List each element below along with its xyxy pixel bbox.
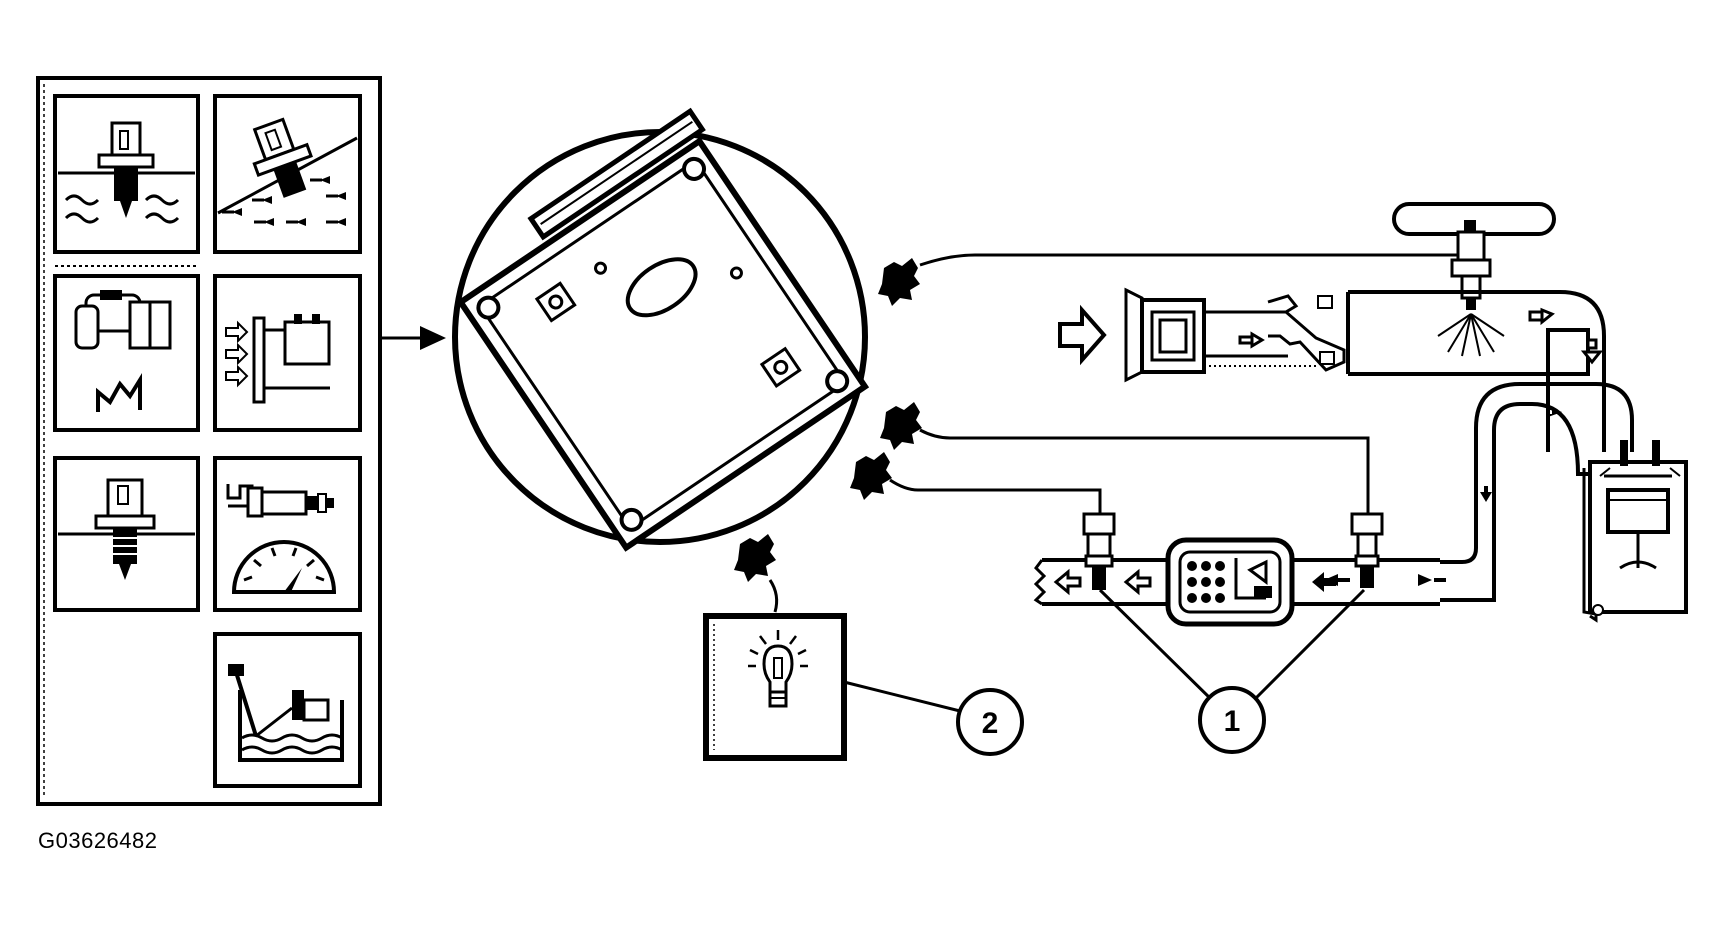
input-signal-arrow xyxy=(380,326,446,350)
callout-1: 1 xyxy=(1198,686,1266,754)
ecm-connector-top xyxy=(878,258,920,306)
fuel-level-sensor-icon xyxy=(213,632,362,788)
intake-manifold xyxy=(1346,290,1606,452)
callout-2-number: 2 xyxy=(982,707,999,740)
ecm-connector-low xyxy=(850,452,892,500)
mass-air-flow-sensor-icon xyxy=(213,274,362,432)
exhaust-pipe xyxy=(1440,382,1634,602)
wiring xyxy=(768,253,1472,613)
vehicle-speed-sensor-icon xyxy=(213,456,362,612)
malfunction-indicator-lamp-icon xyxy=(703,613,847,761)
throttle-position-sensor-icon xyxy=(53,274,200,432)
engine-cylinder-icon xyxy=(1582,440,1688,623)
throttle-body-icon xyxy=(1267,294,1346,372)
ecm-connector-bottom xyxy=(734,534,776,582)
catalytic-converter-icon xyxy=(1165,537,1295,627)
exhaust-arrows-downstream xyxy=(1053,568,1152,596)
callout-2: 2 xyxy=(956,688,1024,756)
callout-leaders xyxy=(843,588,1366,714)
downstream-oxygen-sensor-icon xyxy=(1082,512,1116,590)
exhaust-flow-arrows xyxy=(1324,407,1562,586)
air-duct xyxy=(1204,310,1316,367)
ecm-connector-mid xyxy=(880,402,922,450)
coolant-temp-sensor-icon xyxy=(53,94,200,254)
upstream-oxygen-sensor-icon xyxy=(1350,512,1384,588)
callout-1-number: 1 xyxy=(1224,705,1241,738)
figure-id-label: G03626482 xyxy=(38,828,158,853)
fuel-injector-icon xyxy=(1437,220,1505,357)
engine-control-module-icon xyxy=(452,107,870,552)
fresh-air-inlet-arrow xyxy=(1058,304,1107,366)
oil-temp-sensor-icon xyxy=(53,456,200,612)
intake-flow-arrows xyxy=(1238,307,1604,365)
intake-air-temp-sensor-icon xyxy=(213,94,362,254)
exhaust-arrows-upstream xyxy=(1312,572,1336,592)
air-filter-icon xyxy=(1124,287,1206,383)
